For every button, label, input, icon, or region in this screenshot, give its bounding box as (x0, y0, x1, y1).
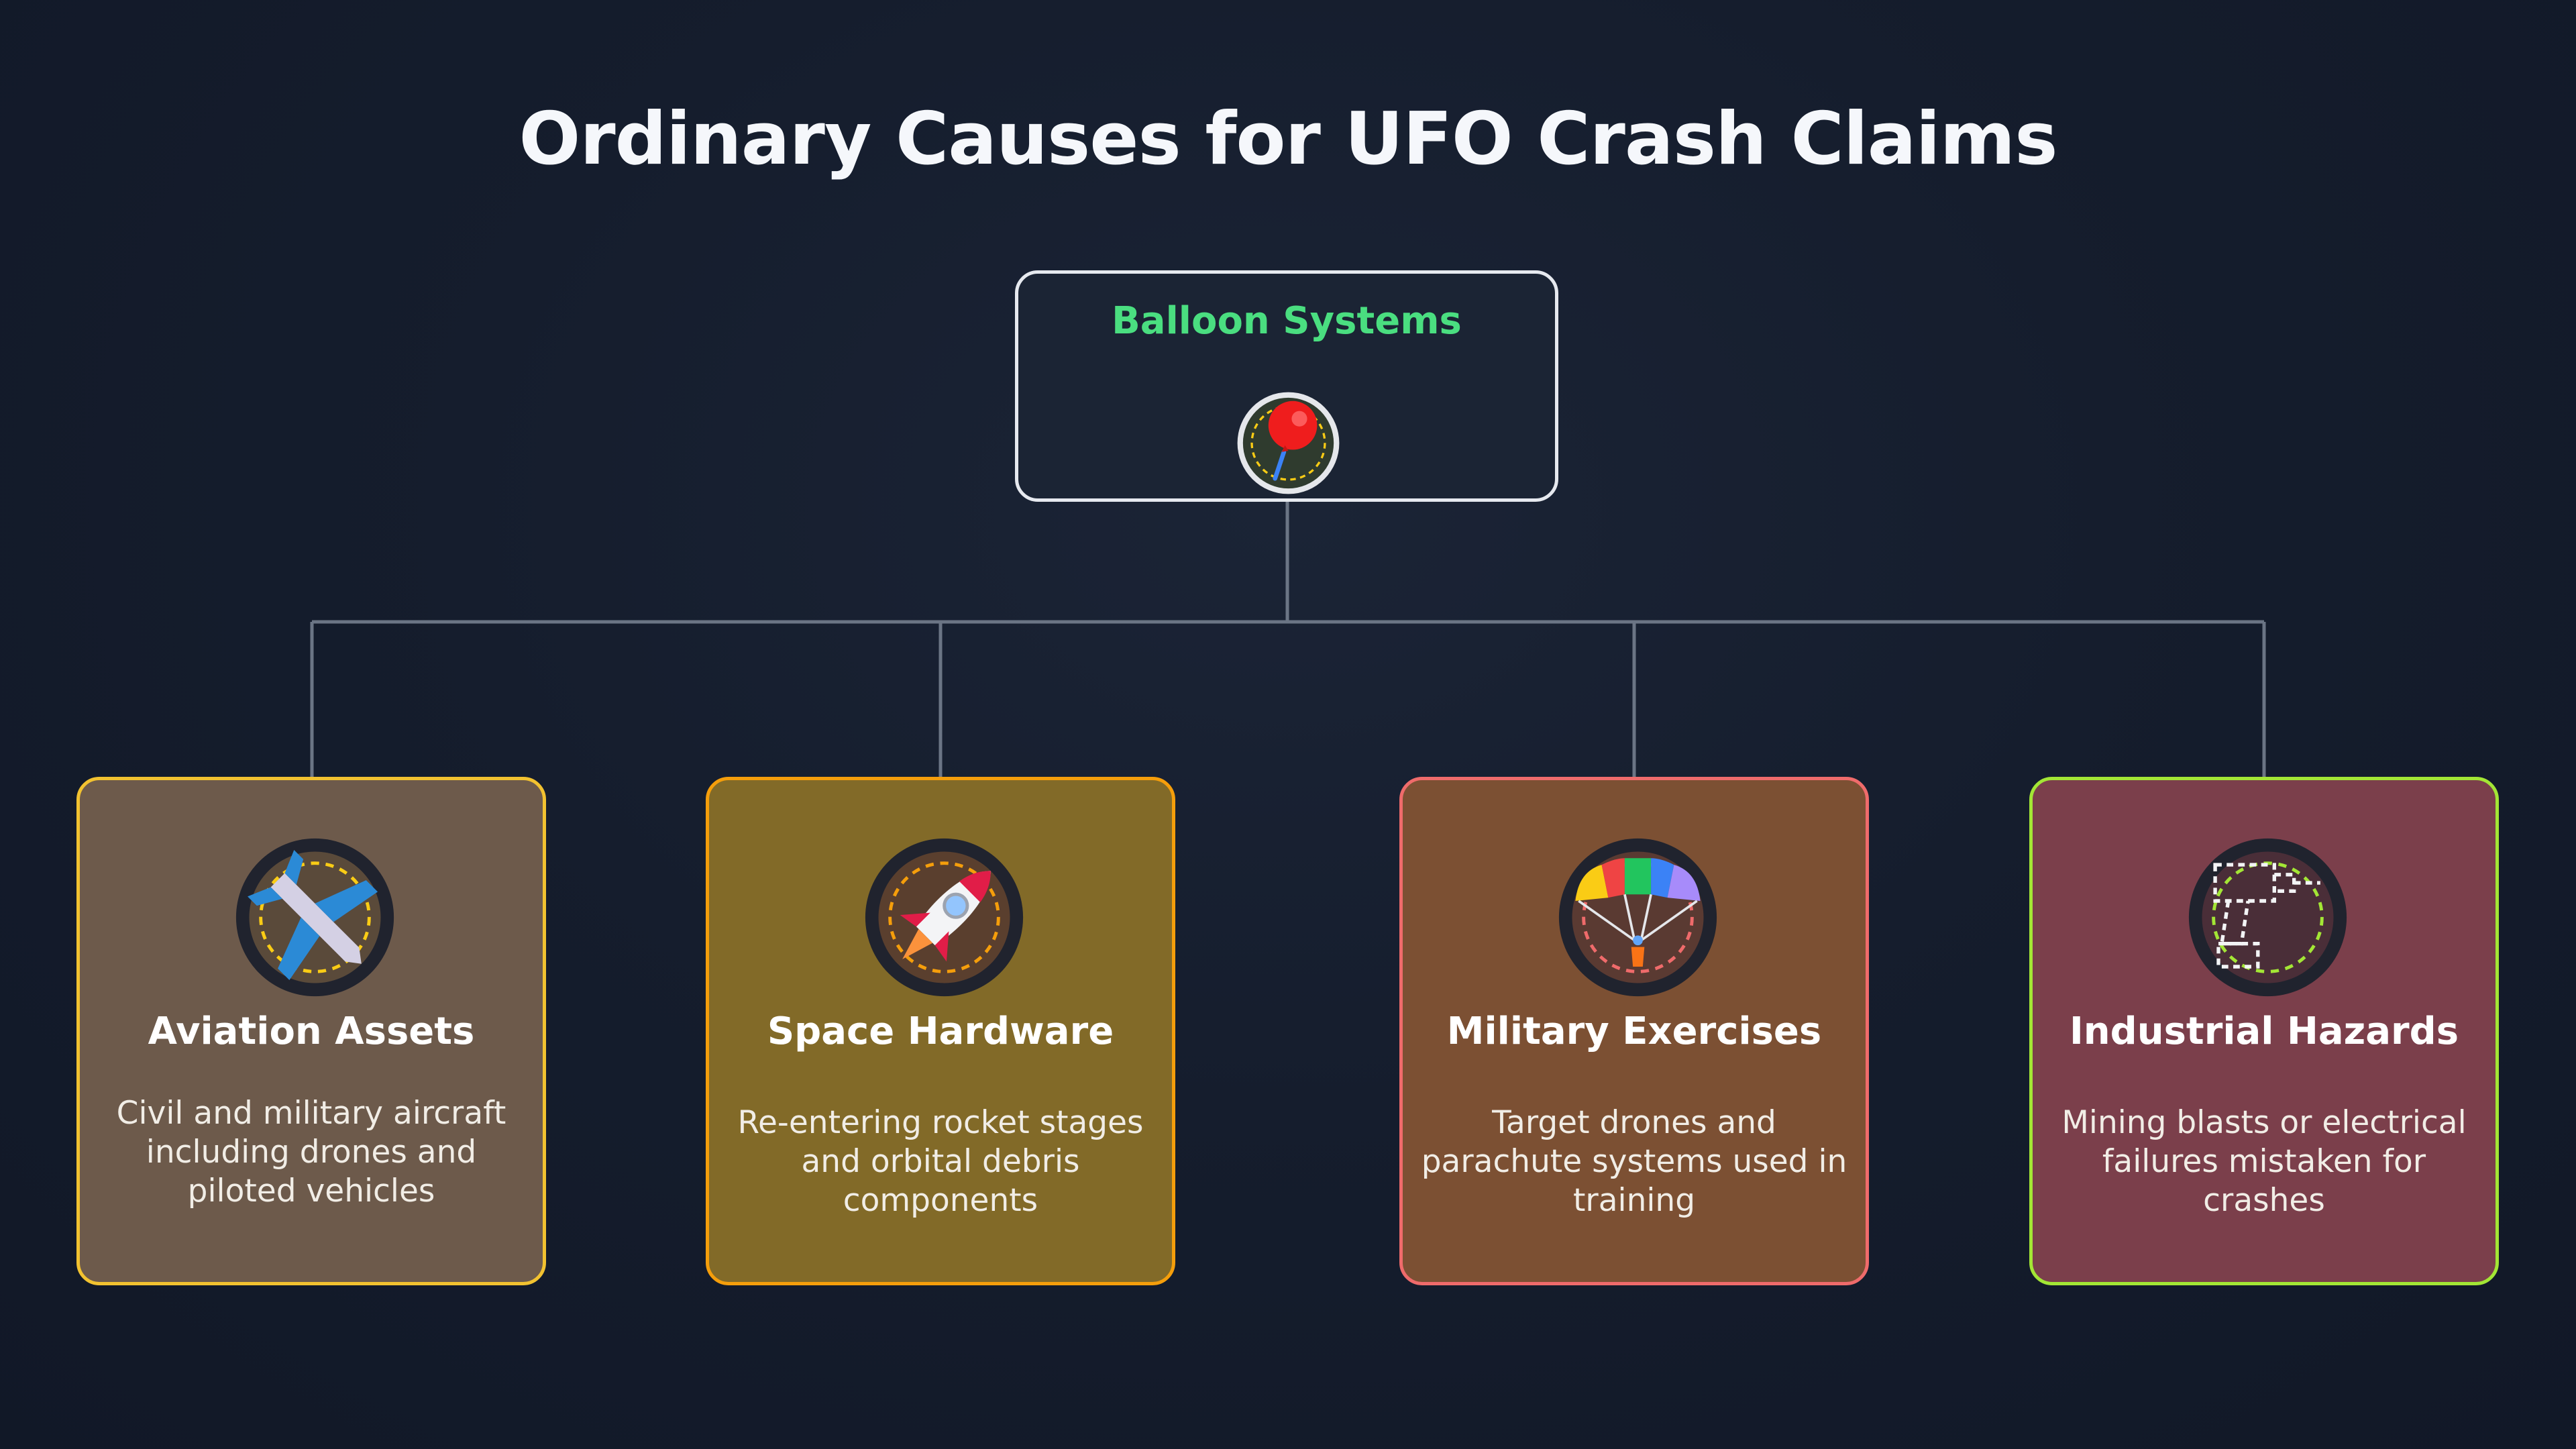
category-card-industrial-hazards[interactable]: Industrial Hazards Mining blasts or elec… (2029, 777, 2499, 1285)
rocket-icon (865, 838, 1024, 997)
parachute-icon (1558, 838, 1717, 997)
root-node-balloon-systems[interactable]: Balloon Systems (1015, 270, 1558, 502)
page-title: Ordinary Causes for UFO Crash Claims (519, 97, 2058, 181)
airplane-icon (235, 838, 394, 997)
category-description: Mining blasts or electrical failures mis… (2061, 1104, 2467, 1219)
category-card-aviation-assets[interactable]: Aviation Assets Civil and military aircr… (76, 777, 546, 1285)
category-card-space-hardware[interactable]: Space Hardware Re-entering rocket stages… (706, 777, 1175, 1285)
category-description: Re-entering rocket stages and orbital de… (737, 1104, 1144, 1219)
category-description: Civil and military aircraft including dr… (116, 1095, 506, 1210)
category-title: Space Hardware (767, 1010, 1114, 1053)
drill-icon (2188, 838, 2347, 997)
category-title: Aviation Assets (148, 1010, 475, 1053)
balloon-icon (1237, 392, 1340, 494)
category-title: Industrial Hazards (2069, 1010, 2459, 1053)
root-node-label: Balloon Systems (1112, 299, 1462, 343)
category-description: Target drones and parachute systems used… (1421, 1104, 1847, 1219)
category-card-military-exercises[interactable]: Military Exercises Target drones and par… (1399, 777, 1869, 1285)
category-title: Military Exercises (1446, 1010, 1822, 1053)
